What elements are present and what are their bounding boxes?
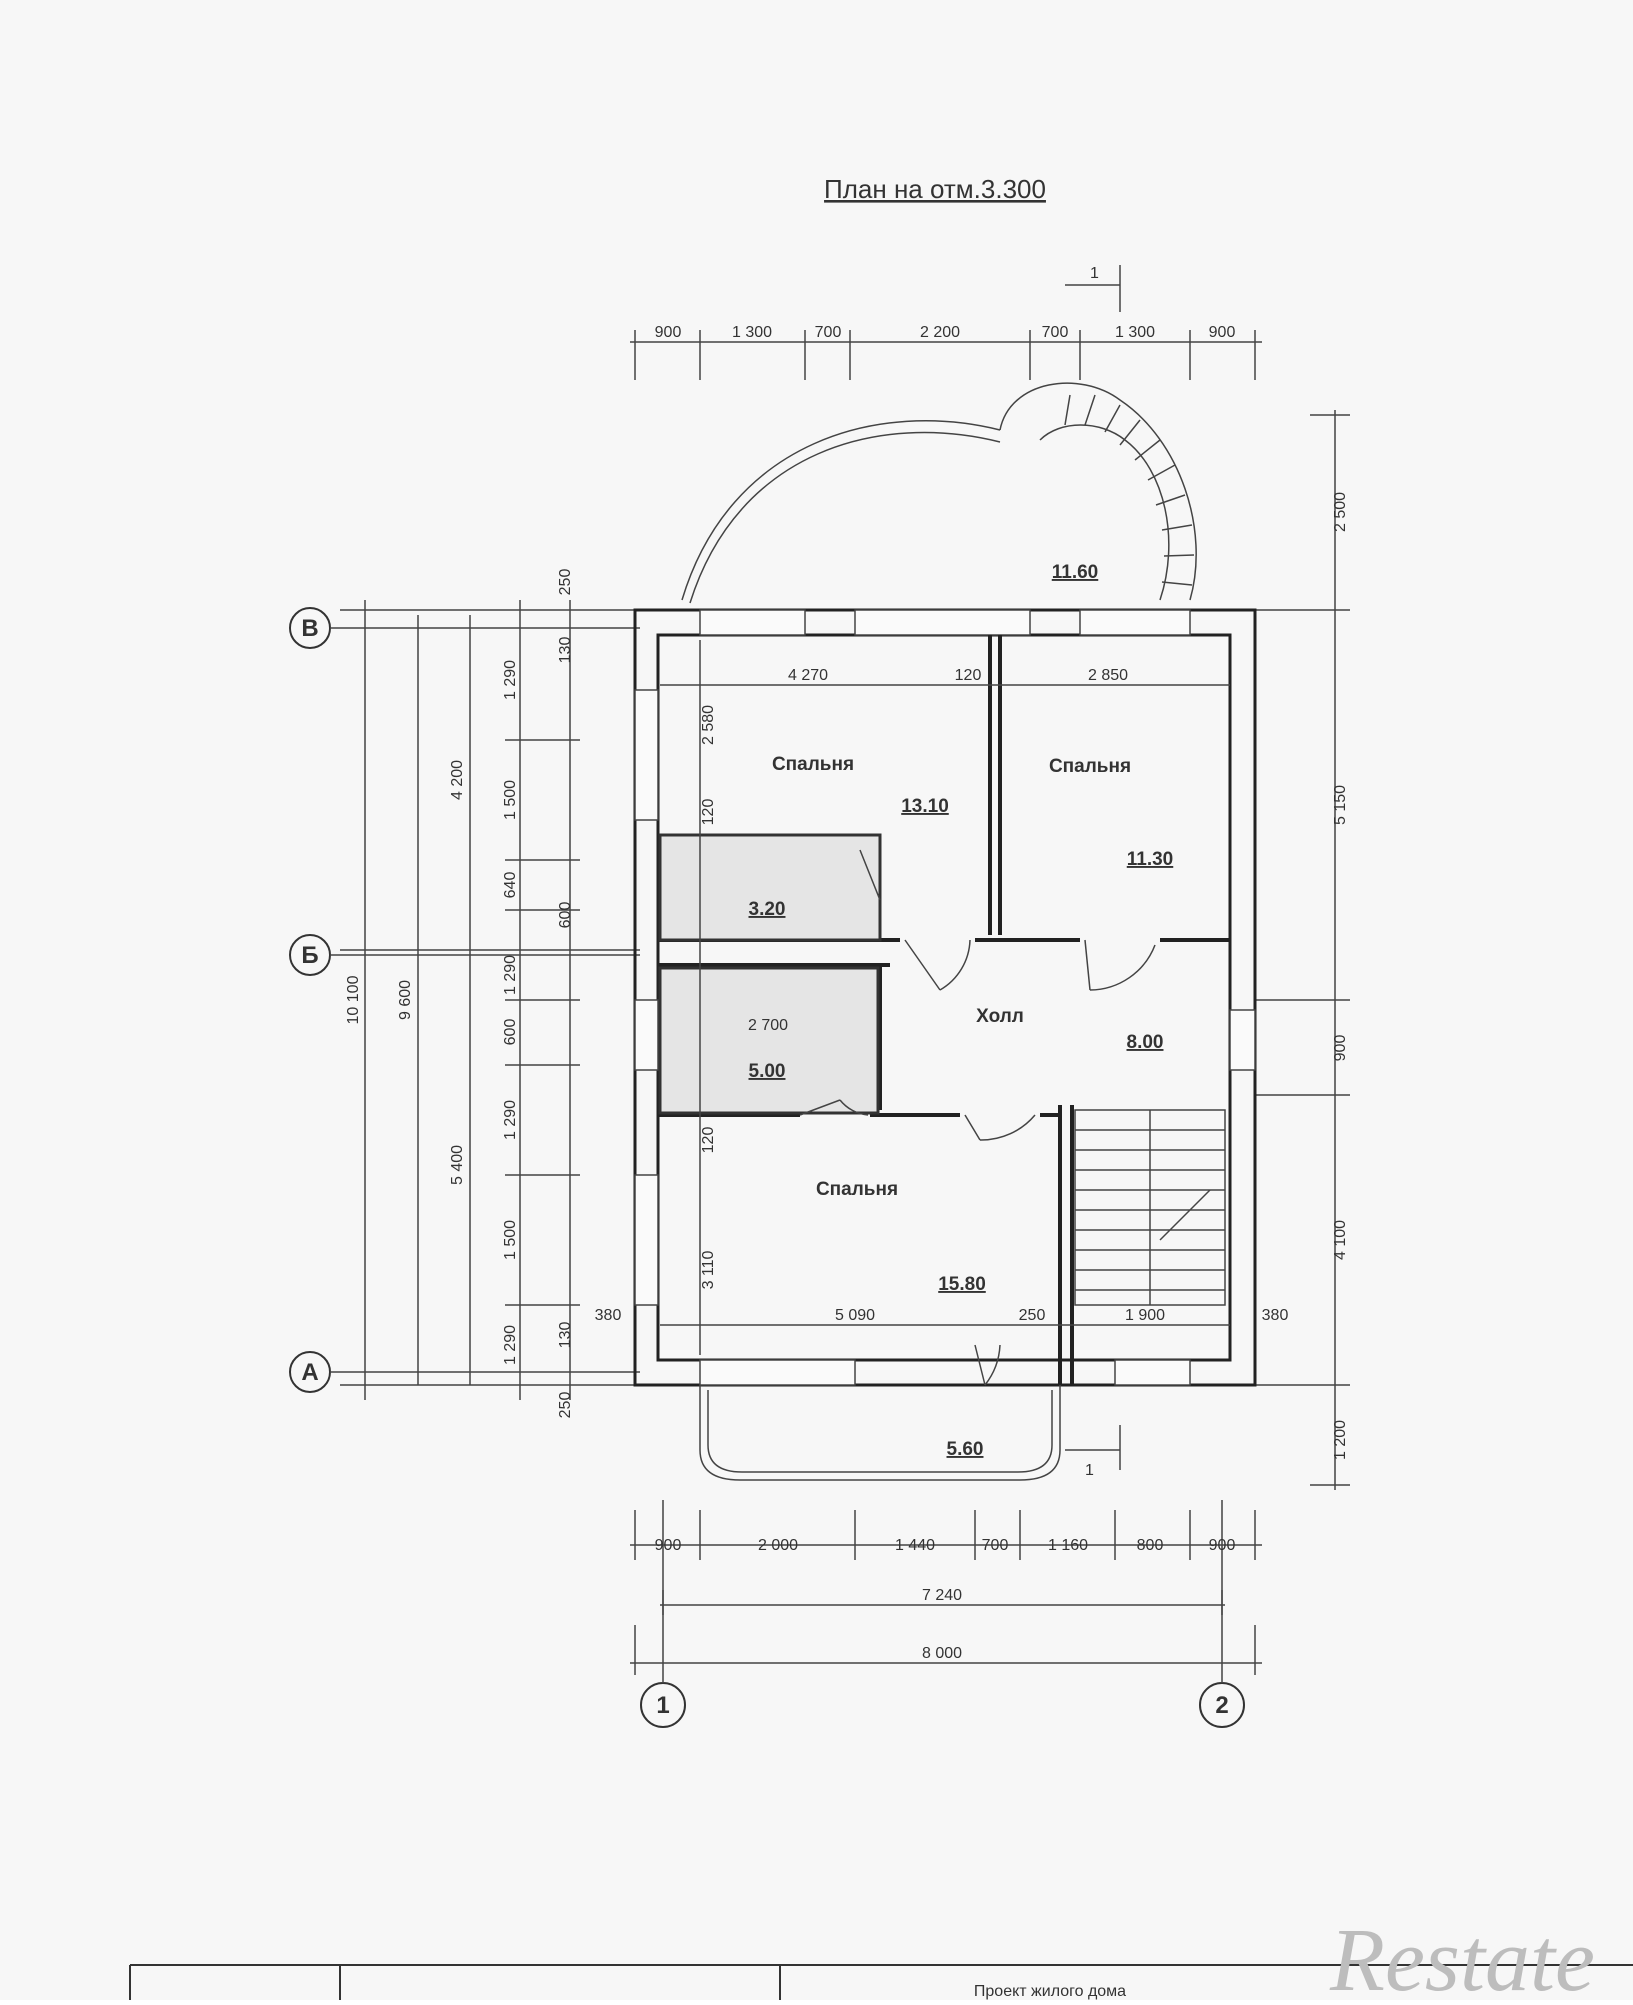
inner-dim-5: 120 [700,1127,717,1154]
section-mark-bottom: 1 [1065,1425,1121,1479]
top-dim-2: 1 300 [732,324,772,341]
inner-dim-7: 3 110 [700,1250,717,1289]
room-bedroom-1-name: Спальня [772,754,854,775]
left-dim-mid: 9 600 [397,980,414,1020]
left-chain-10: 1 290 [502,1325,519,1365]
staircase [1074,1109,1226,1306]
left-chain-8: 1 290 [502,1100,519,1140]
bottom-dim-7: 900 [1209,1537,1236,1554]
balcony-area: 11.60 [1052,562,1099,583]
title-block-project: Проект жилого дома [974,1983,1126,2000]
section-mark-bottom-label: 1 [1085,1462,1094,1479]
lower-balcony-area: 5.60 [947,1439,984,1460]
right-dim-5: 1 200 [1332,1420,1349,1460]
interior-walls [658,635,1230,1385]
doors [799,849,1156,1386]
inner-dim-9: 250 [1019,1307,1046,1324]
bottom-dim-5: 1 160 [1048,1537,1088,1554]
right-dimension-chain: 2 500 5 150 900 4 100 1 200 [1255,410,1350,1490]
top-dim-4: 2 200 [920,324,960,341]
inner-dim-0: 4 270 [788,667,828,684]
axis-a: А [289,1351,640,1393]
inner-dim-11: 380 [595,1307,622,1324]
left-dimension-chains: 10 100 9 600 4 200 5 400 250 130 1 290 1… [340,569,640,1419]
plan-title: План на отм.3.300 [824,174,1046,204]
left-chain-6: 1 290 [502,955,519,995]
top-dim-1: 900 [655,324,682,341]
axis-label-2: 2 [1215,1692,1228,1719]
room-bath-1-area: 3.20 [749,899,786,920]
left-chain-9: 1 500 [502,1220,519,1260]
left-dim-lower: 5 400 [449,1145,466,1185]
axis-label-1: 1 [656,1692,669,1719]
room-bedroom-3-name: Спальня [816,1179,898,1200]
room-labels: Спальня 13.10 Спальня 11.30 3.20 5.00 Хо… [749,754,1174,1295]
inner-dim-8: 5 090 [835,1307,875,1324]
section-mark-top: 1 [1065,265,1121,312]
overall-dimension-8000: 8 000 [630,1625,1262,1675]
bottom-dimension-chain: 900 2 000 1 440 700 1 160 800 900 [630,1510,1262,1560]
inner-dim-1: 120 [955,667,982,684]
inner-dim-10: 1 900 [1125,1307,1165,1324]
room-bath-2-area: 5.00 [749,1061,786,1082]
watermark-logo: Restate [1329,1911,1595,2000]
axis-b: Б [289,934,640,976]
windows [634,609,1256,1386]
right-dim-1: 2 500 [1332,492,1349,532]
room-hall-area: 8.00 [1127,1032,1164,1053]
room-hall-name: Холл [976,1006,1024,1027]
title-block: Проект жилого дома [129,1964,1633,2000]
balcony-arc: 11.60 [681,382,1197,604]
bottom-dim-6: 800 [1137,1537,1164,1554]
inner-dimensions: 4 270 120 2 850 2 580 120 120 2 700 3 11… [595,640,1289,1355]
room-bedroom-3-area: 15.80 [938,1274,986,1295]
left-dim-outer: 10 100 [345,975,362,1024]
top-dim-5: 700 [1042,324,1069,341]
inner-dim-2: 2 850 [1088,667,1128,684]
left-chain-11: 130 [557,1322,574,1349]
spiral-stair-steps [1064,394,1195,586]
bottom-dim-3: 1 440 [895,1537,935,1554]
right-dim-3: 900 [1332,1035,1349,1062]
left-chain-0: 250 [557,569,574,596]
right-dim-4: 4 100 [1332,1220,1349,1260]
bottom-dim-2: 2 000 [758,1537,798,1554]
bottom-dim-1: 900 [655,1537,682,1554]
room-bedroom-1-area: 13.10 [901,796,949,817]
room-bedroom-2-name: Спальня [1049,756,1131,777]
overall-dimension-7240: 7 240 [660,1587,1225,1615]
room-bedroom-2-area: 11.30 [1127,849,1174,870]
left-chain-12: 250 [557,1392,574,1419]
left-chain-3: 1 500 [502,780,519,820]
left-chain-2: 1 290 [502,660,519,700]
top-dimension-chain: 900 1 300 700 2 200 700 1 300 900 [630,324,1262,380]
overall-dim-2: 8 000 [922,1645,962,1662]
lower-balcony: 5.60 [699,1385,1061,1481]
left-chain-7: 600 [502,1019,519,1046]
axis-label-v: В [301,615,318,642]
axis-label-b: Б [301,942,318,969]
left-chain-4: 640 [502,872,519,899]
overall-dim-1: 7 240 [922,1587,962,1604]
top-dim-7: 900 [1209,324,1236,341]
axis-v: В [289,607,640,649]
inner-dim-3: 2 580 [700,705,717,745]
top-dim-6: 1 300 [1115,324,1155,341]
bottom-dim-4: 700 [982,1537,1009,1554]
section-mark-top-label: 1 [1090,265,1099,282]
inner-dim-12: 380 [1262,1307,1289,1324]
left-chain-5: 600 [557,902,574,929]
left-chain-1: 130 [557,637,574,664]
axis-label-a: А [301,1359,318,1386]
inner-dim-4: 120 [700,799,717,826]
left-dim-upper: 4 200 [449,760,466,800]
top-dim-3: 700 [815,324,842,341]
inner-dim-6: 2 700 [748,1017,788,1034]
right-dim-2: 5 150 [1332,785,1349,825]
